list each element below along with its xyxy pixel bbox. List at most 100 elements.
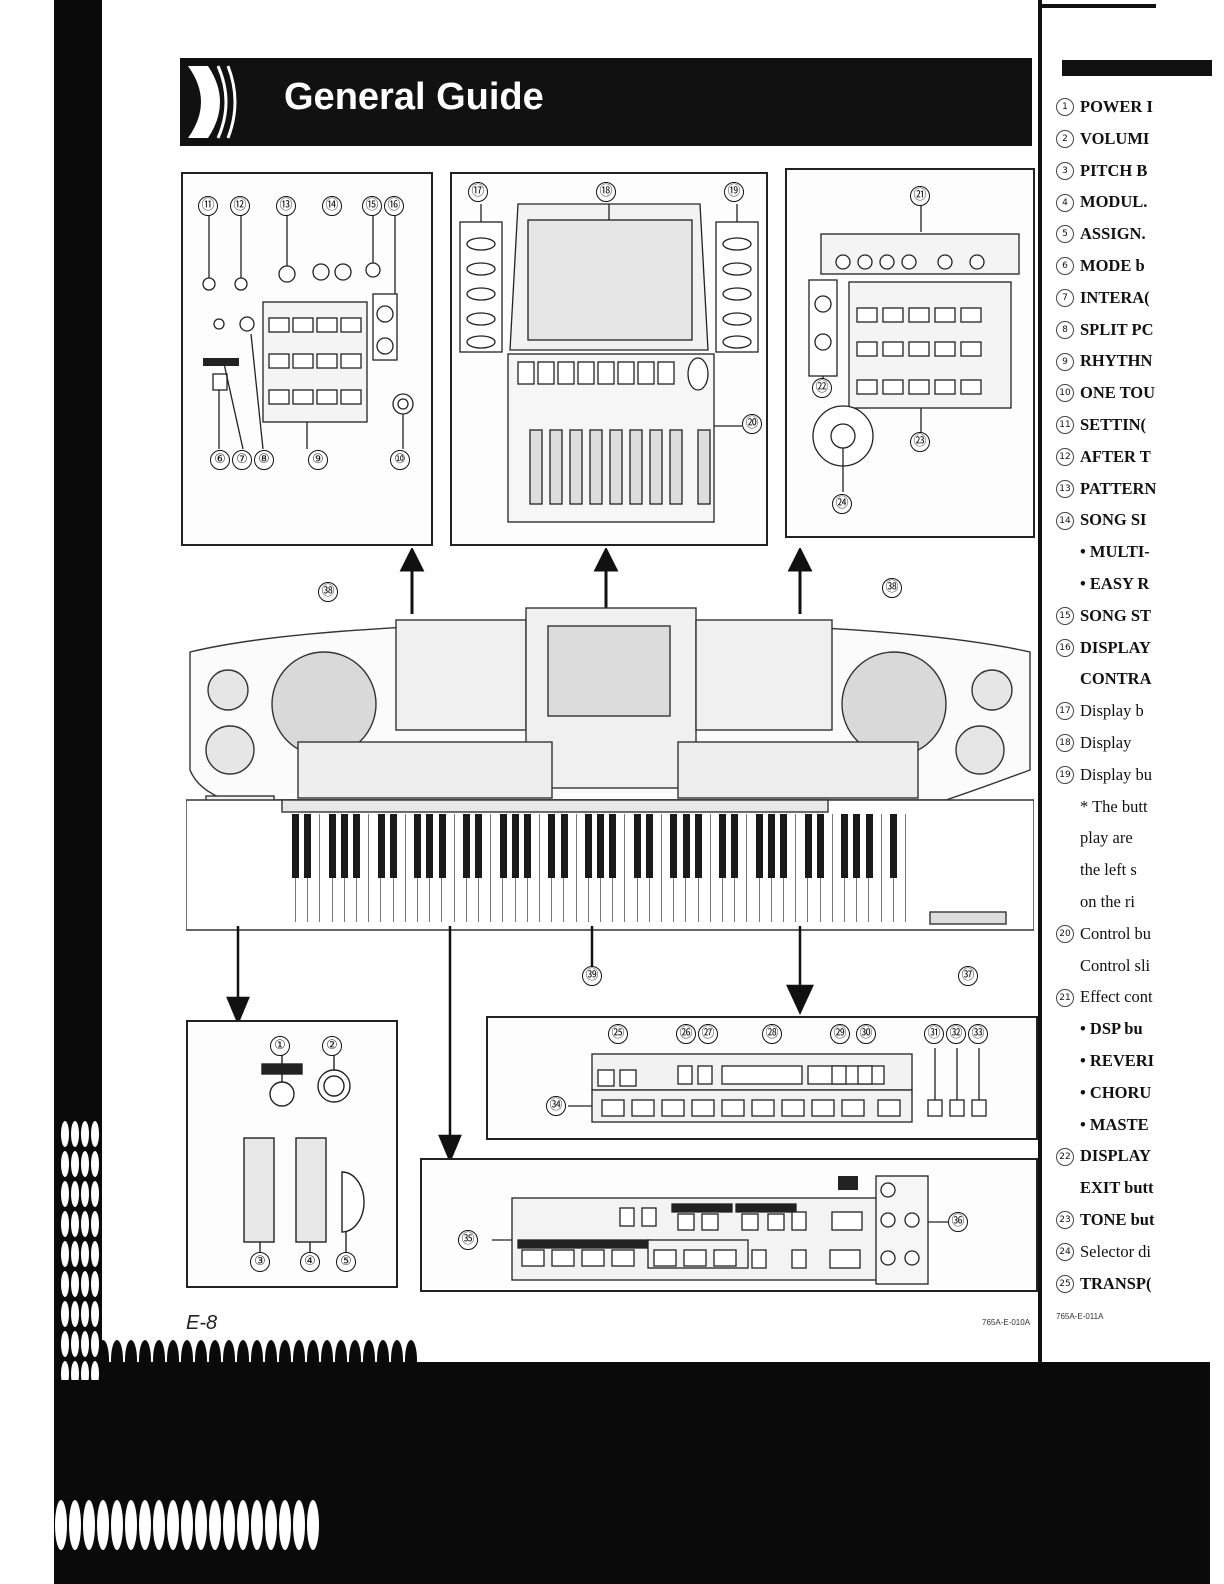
- toc-item-label: SONG SI: [1080, 510, 1147, 530]
- page-divider: [1038, 0, 1042, 1362]
- toc-item-label: Effect cont: [1080, 987, 1153, 1007]
- registration-drawing: [568, 1048, 987, 1123]
- toc-item-number: 17: [1056, 702, 1074, 721]
- accompaniment-drawing: [492, 1175, 948, 1285]
- callout-34: ㉞: [546, 1096, 566, 1116]
- scan-artifact-bottom-scallops: [55, 1500, 319, 1550]
- toc-item-number: 13: [1056, 479, 1074, 498]
- black-key: [694, 814, 702, 878]
- callout-7: ⑦: [232, 450, 252, 470]
- toc-item-label: Display bu: [1080, 765, 1152, 785]
- toc-item-label: VOLUMI: [1080, 129, 1150, 149]
- callout-8: ⑧: [254, 450, 274, 470]
- black-key: [890, 814, 897, 878]
- black-key: [597, 814, 605, 878]
- toc-item: * The butt: [1056, 796, 1148, 817]
- scan-artifact-top-scallops: [55, 1340, 417, 1380]
- callout-24: ㉔: [832, 494, 852, 514]
- scallop-mark: [237, 1340, 249, 1380]
- toc-item: Control sli: [1056, 955, 1150, 976]
- toc-item-label: Selector di: [1080, 1242, 1152, 1262]
- callout-33: ㉝: [968, 1024, 988, 1044]
- black-key: [633, 814, 641, 878]
- bottom-scan-border: [54, 1362, 1224, 1584]
- detail-panel-power: [186, 1020, 398, 1288]
- toc-item: • MULTI-: [1056, 541, 1150, 562]
- scallop-mark: [71, 1331, 79, 1357]
- scallop-mark: [195, 1500, 207, 1550]
- toc-item-number: 1: [1056, 98, 1074, 117]
- scallop-mark: [55, 1500, 67, 1550]
- toc-item-number: 19: [1056, 766, 1074, 785]
- scallop-mark: [61, 1361, 69, 1380]
- tone-controls-drawing: [808, 206, 1020, 492]
- toc-item: • EASY R: [1056, 573, 1149, 594]
- scallop-mark: [307, 1500, 319, 1550]
- scallop-mark: [251, 1500, 263, 1550]
- toc-item: • REVERI: [1056, 1050, 1154, 1071]
- black-key: [646, 814, 653, 878]
- callout-32: ㉜: [946, 1024, 966, 1044]
- callout-9: ⑨: [308, 450, 328, 470]
- callout-13: ⑬: [276, 196, 296, 216]
- callout-1: ①: [270, 1036, 290, 1056]
- scallop-mark: [97, 1500, 109, 1550]
- doc-code-right: 765A-E-011A: [1056, 1312, 1104, 1321]
- toc-item-label: INTERA(: [1080, 288, 1150, 308]
- scallop-mark: [349, 1340, 361, 1380]
- black-key: [426, 814, 434, 878]
- callout-23: ㉓: [910, 432, 930, 452]
- scallop-mark: [61, 1331, 69, 1357]
- toc-item-label: RHYTHN: [1080, 351, 1153, 371]
- scallop-mark: [139, 1500, 151, 1550]
- scallop-mark: [91, 1151, 99, 1177]
- white-key: [528, 814, 540, 922]
- rhythm-controls-drawing: [202, 214, 414, 450]
- toc-item-label: • EASY R: [1080, 574, 1150, 594]
- callout-28: ㉘: [762, 1024, 782, 1044]
- toc-item-label: TRANSP(: [1080, 1273, 1152, 1293]
- toc-item-number: 5: [1056, 225, 1074, 244]
- display-drawing: [459, 203, 759, 523]
- black-key: [682, 814, 690, 878]
- black-key: [499, 814, 507, 878]
- black-key: [414, 814, 422, 878]
- scallop-mark: [111, 1500, 123, 1550]
- callout-10: ⑩: [390, 450, 410, 470]
- toc-item-label: MODE b: [1080, 256, 1145, 276]
- scallop-mark: [71, 1301, 79, 1327]
- scallop-mark: [91, 1361, 99, 1380]
- black-key: [841, 814, 849, 878]
- scallop-mark: [61, 1211, 69, 1237]
- scallop-mark: [61, 1271, 69, 1297]
- toc-item: 21 Effect cont: [1056, 986, 1153, 1007]
- scallop-mark: [81, 1331, 89, 1357]
- toc-item-label: • MASTE: [1080, 1114, 1149, 1134]
- scallop-mark: [181, 1500, 193, 1550]
- callout-36: ㊱: [948, 1212, 968, 1232]
- white-key: [735, 814, 748, 922]
- white-key: [564, 814, 577, 922]
- toc-item-label: on the ri: [1080, 892, 1135, 912]
- callout-29: ㉙: [830, 1024, 850, 1044]
- white-key: [894, 814, 906, 922]
- toc-item: EXIT butt: [1056, 1177, 1154, 1198]
- callout-30: ㉚: [856, 1024, 876, 1044]
- toc-item-number: 8: [1056, 320, 1074, 339]
- white-key: [308, 814, 321, 922]
- toc-item-label: the left s: [1080, 860, 1137, 880]
- top-right-corner-mark: [1040, 4, 1156, 8]
- toc-item-number: 21: [1056, 988, 1074, 1007]
- toc-item-label: DISPLAY: [1080, 1146, 1151, 1166]
- black-key: [609, 814, 617, 878]
- detail-panel-rhythm: [181, 172, 433, 546]
